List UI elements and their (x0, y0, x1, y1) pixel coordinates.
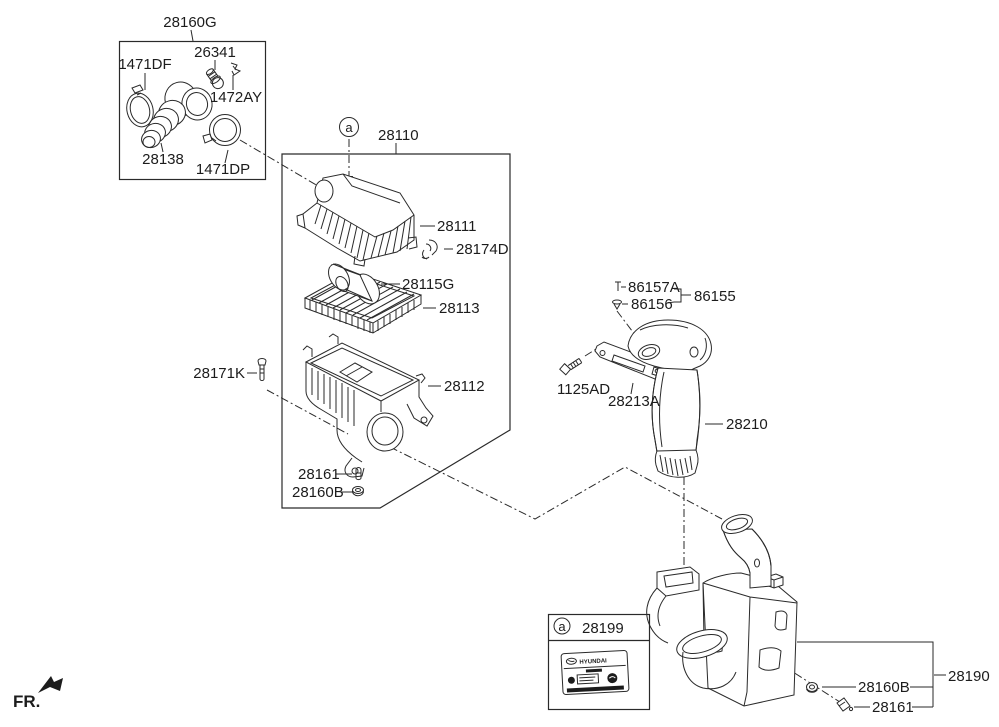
part-stud-28161-b (836, 697, 854, 712)
part-screw-86156 (612, 299, 622, 310)
label-28190: 28190 (948, 668, 990, 685)
part-grommet-28160B-a (352, 486, 364, 497)
part-cover-28111 (296, 173, 418, 267)
label-28161-b: 28161 (872, 699, 914, 716)
label-28113: 28113 (439, 300, 480, 317)
label-marker-a-top: a (345, 120, 353, 135)
part-duct-28210 (627, 319, 712, 478)
fr-label: FR. (13, 692, 40, 711)
part-clip-1472AY (230, 62, 242, 76)
intake-hose-box-frame (118, 40, 267, 181)
label-28210: 28210 (726, 416, 768, 433)
label-26341: 26341 (194, 44, 236, 61)
label-28171K: 28171K (193, 365, 245, 382)
label-1472AY: 1472AY (210, 89, 262, 106)
part-air-guide-28115G (328, 263, 380, 305)
part-clip-28174D (421, 239, 438, 260)
part-clamp-1471DF (126, 84, 154, 128)
part-hose-28138 (141, 81, 213, 149)
label-28160B-b: 28160B (858, 679, 910, 696)
sticker-brand-text: HYUNDAI (579, 658, 607, 665)
label-1125AD: 1125AD (557, 381, 610, 398)
label-28199: 28199 (582, 620, 624, 637)
label-28110: 28110 (378, 127, 419, 144)
part-clamp-1471DP (202, 114, 241, 146)
label-28160B-a: 28160B (292, 484, 344, 501)
fr-direction-marker: FR. (13, 676, 63, 711)
label-ref-box-frame (547, 613, 651, 711)
bolt-28171K-icon (257, 358, 267, 381)
assembly-connector-lines (239, 139, 844, 705)
part-labels: 28160G 26341 1471DF 1472AY 28138 1471DP … (118, 14, 989, 716)
part-grommet-28160B-b (806, 682, 818, 693)
label-86155: 86155 (694, 288, 736, 305)
label-86156: 86156 (631, 296, 673, 313)
label-86157A: 86157A (628, 279, 680, 296)
label-28115G: 28115G (402, 276, 454, 293)
label-1471DF: 1471DF (118, 56, 171, 73)
caution-sticker: HYUNDAI (560, 649, 630, 696)
label-ref-box: a 28199 HYUNDAI (553, 617, 630, 696)
part-bolt-1125AD (559, 358, 583, 376)
label-28161-a: 28161 (298, 466, 340, 483)
label-1471DP: 1471DP (196, 161, 250, 178)
label-marker-a-bottom: a (558, 619, 566, 634)
fr-arrow-icon (38, 676, 63, 693)
part-resonator-28190 (646, 514, 798, 707)
part-pin-86157A (615, 281, 621, 291)
label-28112: 28112 (444, 378, 485, 395)
label-28160G: 28160G (163, 14, 216, 31)
label-28213A: 28213A (608, 393, 660, 410)
label-28174D: 28174D (456, 241, 509, 258)
leader-lines (144, 29, 946, 708)
part-sensor-26341 (205, 68, 224, 90)
air-cleaner-box-frame (281, 153, 511, 509)
part-body-28112 (302, 333, 434, 478)
label-28138: 28138 (142, 151, 184, 168)
part-stud-28161-a (355, 467, 362, 481)
label-28111: 28111 (437, 218, 477, 235)
